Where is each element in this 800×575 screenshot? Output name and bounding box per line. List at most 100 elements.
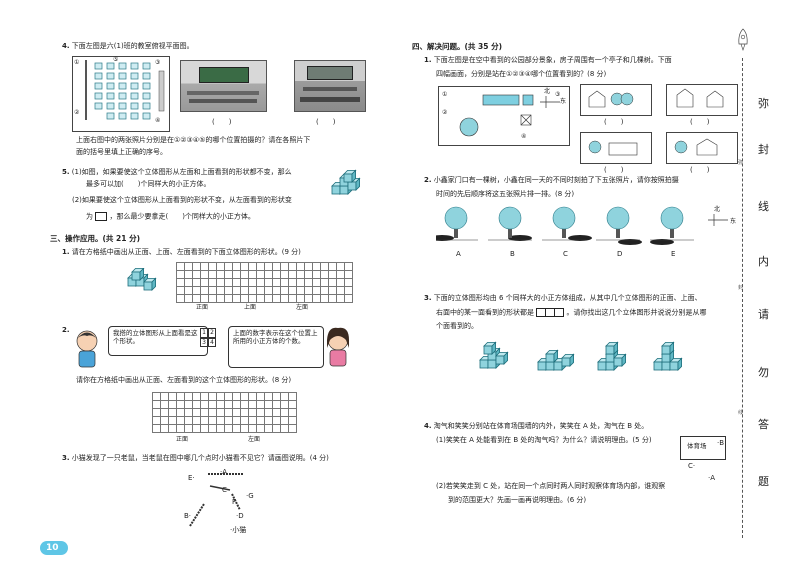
desk: [130, 82, 139, 90]
cube-face: [495, 355, 505, 365]
desk: [94, 92, 103, 100]
desk: [142, 72, 151, 80]
marker-3: ③: [155, 59, 161, 66]
cube-face: [351, 169, 356, 183]
point-G: ·G: [246, 492, 254, 500]
desk: [106, 82, 115, 90]
cube-face: [331, 185, 341, 195]
q5-p2b-pre: 为: [86, 212, 93, 221]
s2-number: 2.: [424, 176, 432, 184]
tree-part: [670, 224, 674, 238]
tree-part: [606, 206, 630, 230]
q5-p1b: 最多可以加( )个同样大的小正方体。: [86, 180, 211, 188]
cube-face: [553, 361, 563, 371]
q5-p2b-post: ，那么最少要拿走( )个同样大的小正方体。: [109, 212, 255, 221]
op2-number: 2.: [62, 326, 70, 334]
cube-face: [347, 181, 357, 191]
s3-l2b: 。请你找出这几个立体图形并说说分别是从哪: [566, 308, 707, 317]
s3-cube-figures: [479, 341, 683, 371]
op1-cube-figure: [127, 268, 157, 291]
photo-2-answer[interactable]: ( ): [316, 118, 336, 126]
margin-char-6: 勿: [758, 366, 769, 379]
cube-face: [661, 345, 671, 355]
point-C: C·: [222, 486, 230, 494]
desk: [130, 112, 139, 120]
s1-line1: 1. 下面左图是在空中看到的公园部分景象，房子周围有一个亭子和几棵树。下面: [424, 56, 672, 65]
q5-shape-icon: [95, 212, 108, 221]
scene-2: [666, 84, 738, 116]
tree-photos: [436, 206, 694, 245]
tree-part: [552, 206, 576, 230]
cube-face: [151, 277, 156, 291]
q4-line3: 面的括号里填上正确的序号。: [76, 148, 167, 156]
pos-1: ①: [442, 91, 448, 98]
cube-face: [597, 361, 607, 371]
cube-face: [677, 357, 682, 371]
desk: [130, 62, 139, 70]
digit-cell-3: 3: [200, 337, 208, 347]
s1-l1: 下面左图是在空中看到的公园部分景象，房子周围有一个亭子和几棵树。下面: [433, 56, 672, 64]
s2-line1: 2. 小鑫家门口有一棵树，小鑫在同一天的不同时刻拍了下五张照片，请你按照拍摄: [424, 176, 679, 185]
s3-l3: 个面看到的。: [436, 322, 478, 330]
desk: [106, 72, 115, 80]
point-A: ·A: [220, 468, 228, 476]
cube-face: [561, 357, 571, 367]
op2-grid-paper[interactable]: [152, 392, 297, 433]
cube-face: [669, 361, 679, 371]
op3-text: 小猫发现了一只老鼠，当老鼠在图中哪几个点时小猫看不见它？请画图说明。(4 分): [71, 454, 329, 462]
digit-cell-4: 4: [208, 337, 216, 347]
speech-bubble-girl: 上面的数字表示在这个位置上所用的小正方体的个数。: [228, 326, 324, 368]
cube-face: [621, 353, 626, 367]
margin-char-1: 弥: [758, 97, 769, 110]
op1-grid-paper[interactable]: [176, 262, 353, 303]
point-F: F: [232, 498, 237, 506]
cube-face: [553, 349, 558, 363]
speech-bubble-boy: 我搭的立体图形从上面看是这个形状。: [108, 326, 208, 356]
cube-face: [343, 173, 353, 183]
desk: [142, 82, 151, 90]
tree-label-C: C: [563, 250, 568, 258]
desk: [118, 72, 127, 80]
q5-part1-line1: 5. (1)如图，如果要使这个立体图形从左面和上面看到的形状都不变，那么: [62, 168, 292, 177]
marker-4: ④: [155, 117, 161, 124]
marker-2: ②: [74, 109, 80, 116]
scene-2-answer[interactable]: ( ): [690, 118, 710, 126]
cube-face: [605, 353, 615, 363]
stadium-point-C: C·: [688, 462, 696, 470]
boy-avatar: [76, 330, 98, 368]
point-D: ·D: [236, 512, 244, 520]
tree-part: [454, 224, 458, 238]
op3-number: 3.: [62, 454, 70, 462]
scene-4-answer[interactable]: ( ): [690, 166, 710, 174]
s1-north: 北: [544, 88, 551, 95]
pos-3: ③: [555, 91, 561, 98]
q5-p1a: (1)如图，如果要使这个立体图形从左面和上面看到的形状都不变，那么: [71, 168, 292, 176]
op1-label-left: 左面: [296, 304, 309, 311]
scene-4: [666, 132, 738, 164]
q5-p2a: (2)如果要使这个立体图形从上面看到的形状不变，从左面看到的形状变: [72, 196, 292, 204]
classroom-photo-1: [180, 60, 267, 112]
s2-east: 东: [730, 218, 737, 225]
tree-label-E: E: [671, 250, 676, 258]
cube-face: [661, 353, 671, 363]
desk: [142, 92, 151, 100]
cube-face: [355, 177, 360, 191]
q5-cube-figure: [331, 169, 361, 195]
scene-3-answer[interactable]: ( ): [604, 166, 624, 174]
s2-l2: 时间的先后顺序将这五张照片排一排。(8 分): [436, 190, 575, 198]
margin-small-2: 封: [738, 285, 744, 291]
s4-p1: (1)笑笑在 A 处能看到在 B 处的淘气吗？为什么？请说明理由。(5 分): [436, 436, 652, 444]
photo-1-answer[interactable]: ( ): [212, 118, 232, 126]
point-B: B·: [184, 512, 192, 520]
desk: [130, 92, 139, 100]
desk: [106, 102, 115, 110]
cube-face: [143, 281, 153, 291]
cube-face: [131, 271, 141, 281]
tree-label-A: A: [456, 250, 461, 258]
page-number: 10: [46, 543, 59, 553]
pos-4: ④: [521, 133, 527, 140]
op2-text: 请你在方格纸中画出从正面、左面看到的这个立体图形的形状。(8 分): [76, 376, 292, 384]
scene-1-answer[interactable]: ( ): [604, 118, 624, 126]
s1-number: 1.: [424, 56, 432, 64]
cube-face: [653, 361, 663, 371]
